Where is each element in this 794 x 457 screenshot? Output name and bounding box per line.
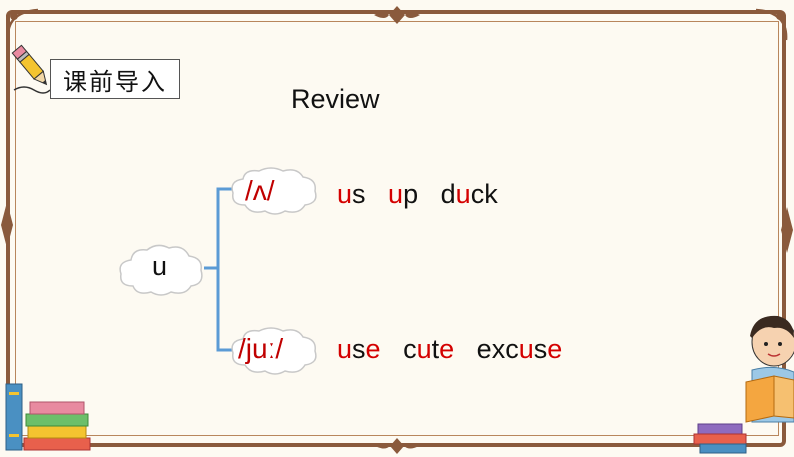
word: excuse: [476, 334, 563, 364]
slide-heading: Review: [291, 84, 380, 114]
pencil-underline: [13, 86, 51, 94]
connector-bracket: [204, 187, 244, 352]
word: cute: [403, 334, 455, 364]
frame-corner-top-left: [6, 8, 39, 41]
phonetic-symbol-2: /juː/: [238, 333, 284, 364]
frame-corner-top-right: [755, 8, 788, 41]
word: up: [388, 179, 419, 209]
frame-ornament-bottom: [375, 438, 419, 454]
word: duck: [440, 179, 498, 209]
cloud-shape-root: [119, 244, 203, 296]
cloud-shape-phonetic-2: [231, 327, 317, 375]
lesson-section-title: 课前导入: [50, 59, 180, 99]
pencil-icon: [11, 44, 48, 86]
root-letter: u: [152, 251, 168, 281]
word-row-1: us up duck: [337, 179, 498, 210]
phonetic-symbol-1: /ʌ/: [245, 175, 275, 206]
cloud-shape-phonetic-1: [231, 167, 317, 215]
boy-reading-illustration: [693, 315, 794, 454]
word: us: [337, 179, 366, 209]
word-row-2: use cute excuse: [337, 334, 562, 365]
frame-ornament-left: [1, 202, 13, 248]
frame-ornament-right: [781, 207, 793, 253]
frame-ornament-top: [374, 6, 420, 24]
word: use: [337, 334, 381, 364]
books-stack-illustration: [5, 383, 91, 451]
